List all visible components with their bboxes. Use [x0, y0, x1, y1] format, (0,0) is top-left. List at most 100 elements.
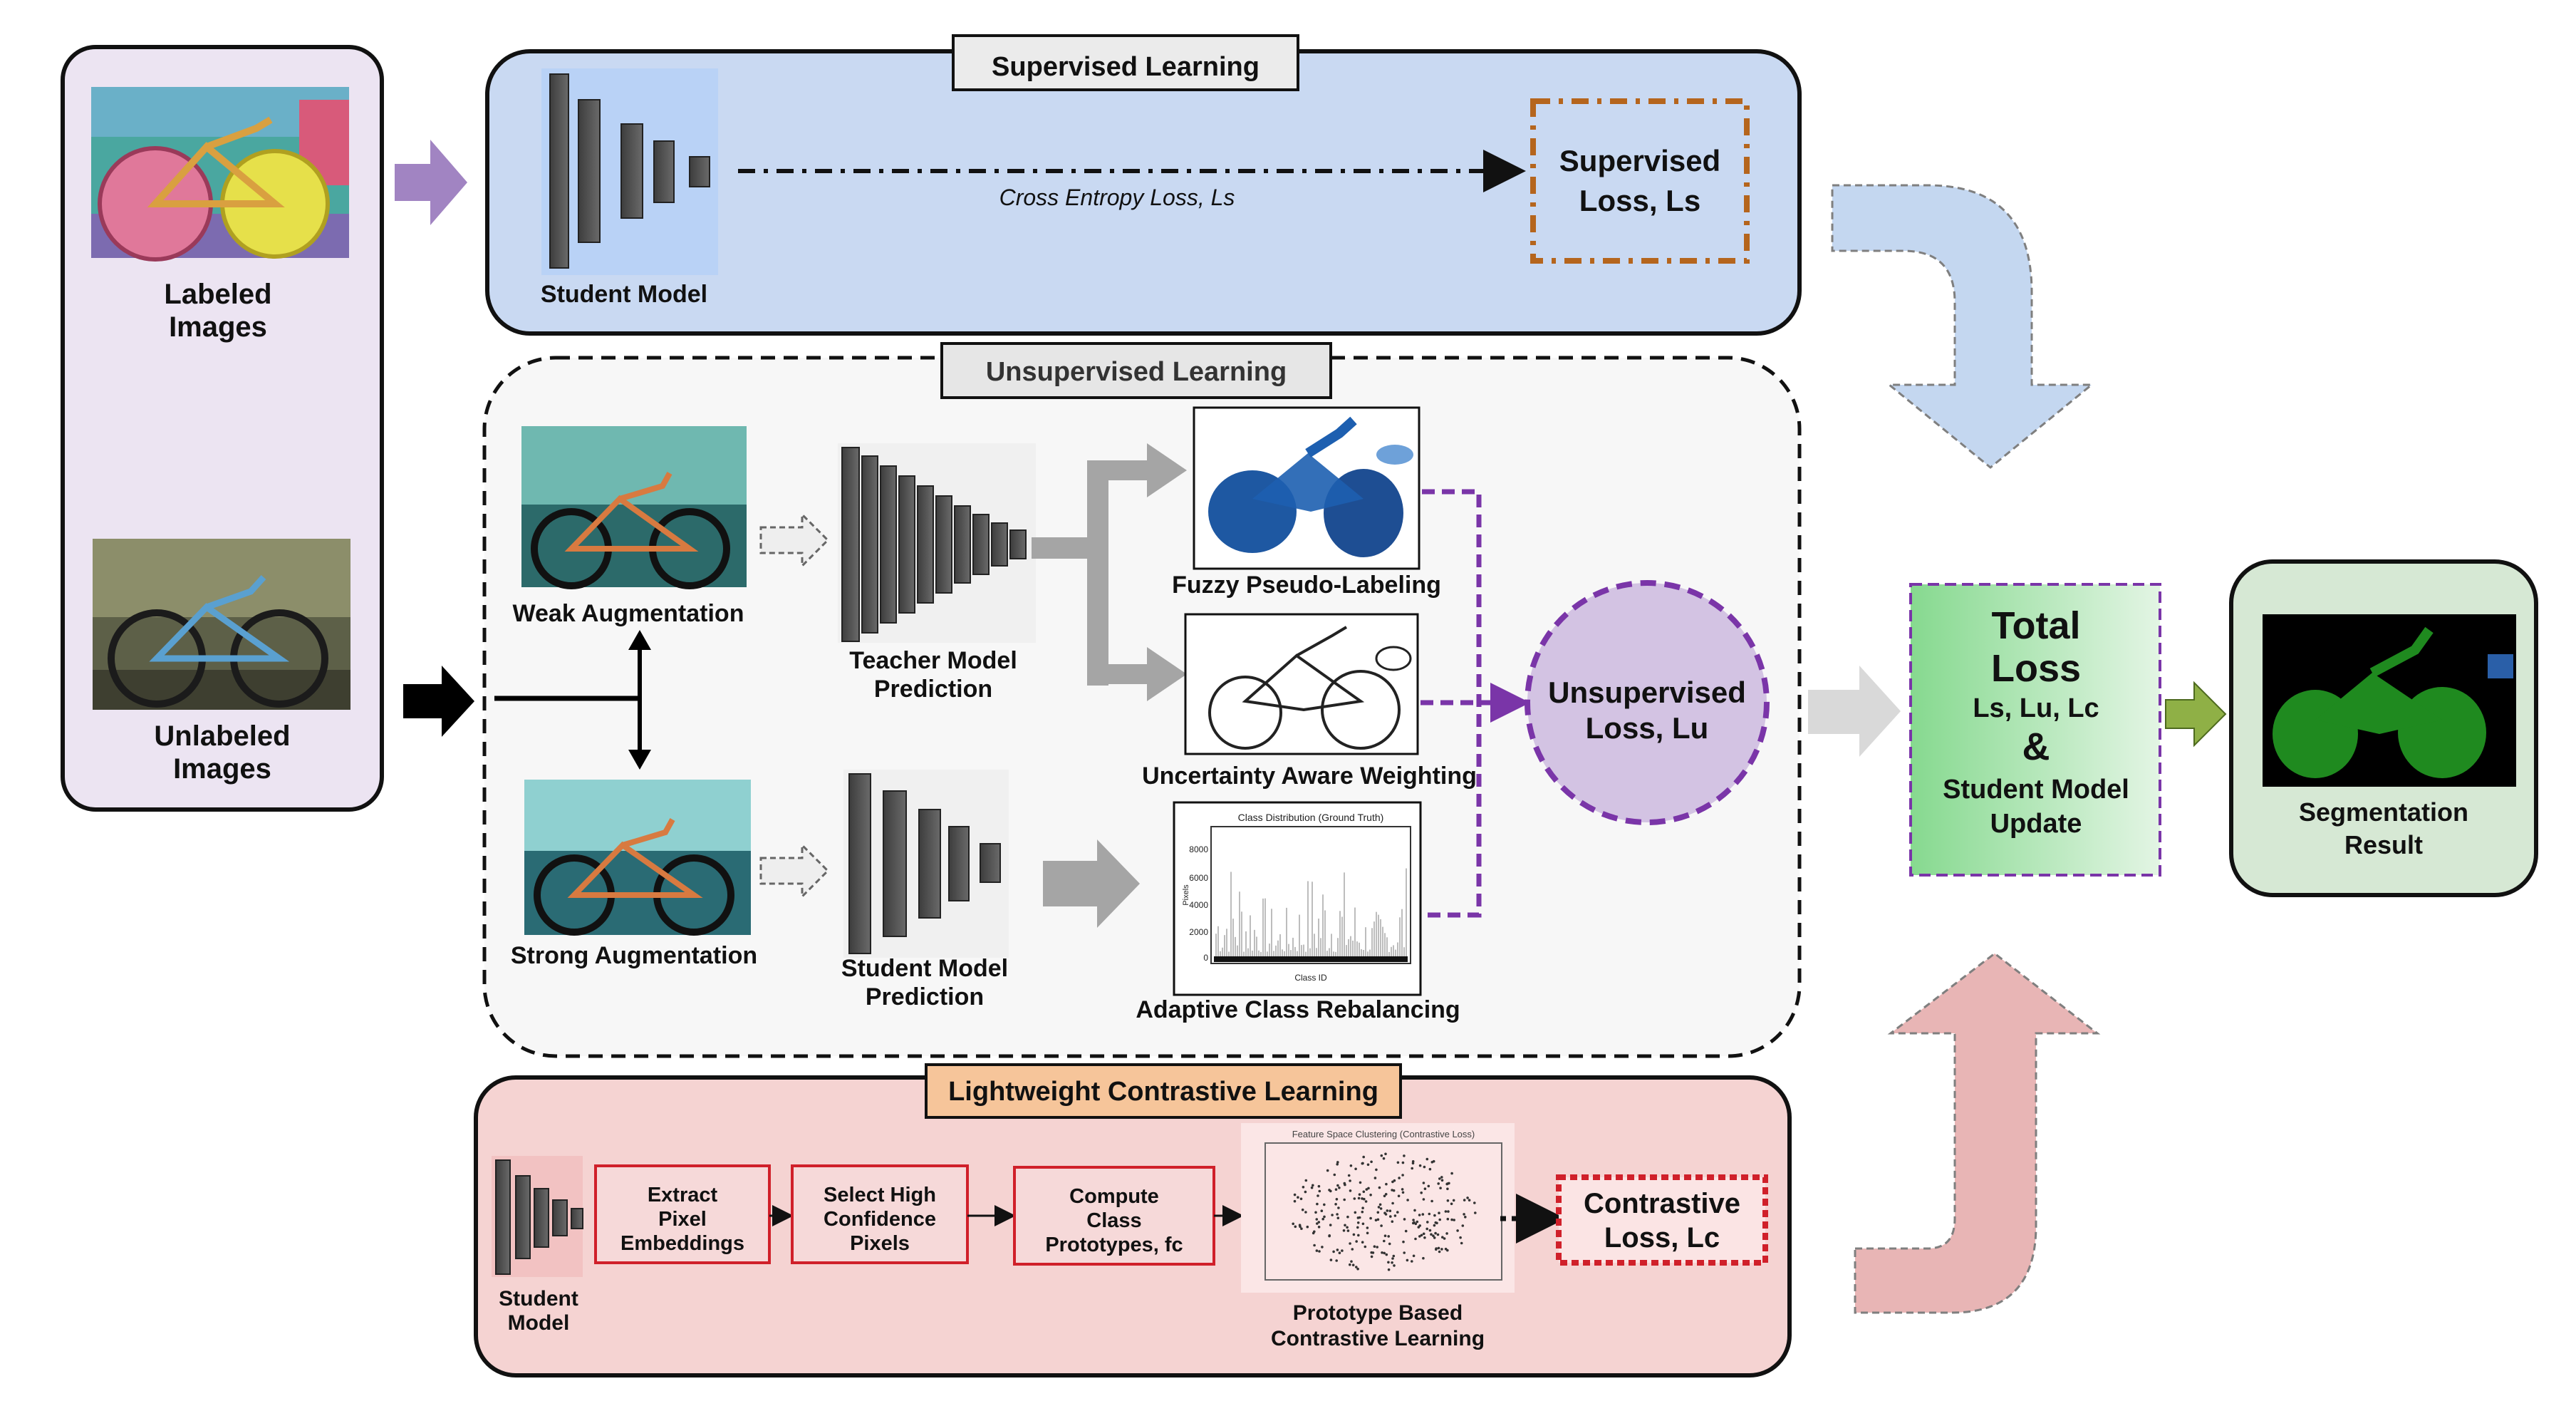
scatter-point: [1430, 1161, 1434, 1164]
compute-line-2: Class: [1086, 1209, 1141, 1232]
scatter-point: [1383, 1234, 1387, 1237]
scatter-point: [1450, 1218, 1453, 1221]
scatter-point: [1401, 1174, 1404, 1177]
scatter-point: [1369, 1194, 1372, 1196]
teacher-label-2: Prediction: [874, 676, 992, 703]
total-line-3: Ls, Lu, Lc: [1973, 693, 2099, 723]
scatter-point: [1386, 1209, 1389, 1212]
scatter-point: [1361, 1241, 1364, 1244]
scatter-point: [1438, 1211, 1440, 1214]
mini-chart-bar: [1369, 949, 1371, 956]
scatter-point: [1412, 1219, 1415, 1221]
scatter-point: [1349, 1189, 1352, 1192]
mini-chart-bar: [1301, 945, 1302, 956]
scatter-point: [1387, 1261, 1390, 1264]
mini-chart-bar: [1329, 948, 1330, 956]
scatter-point: [1383, 1239, 1386, 1243]
scatter-point: [1316, 1222, 1319, 1225]
scatter-point: [1369, 1216, 1372, 1220]
scatter-point: [1366, 1226, 1369, 1229]
mini-chart-bar: [1239, 891, 1240, 956]
scatter-point: [1361, 1222, 1365, 1226]
scatter-point: [1361, 1210, 1364, 1214]
mini-chart-bar: [1391, 946, 1392, 956]
scatter-point: [1301, 1208, 1304, 1211]
student-output-arrow: [1043, 839, 1140, 928]
mini-chart-bars: [1215, 868, 1407, 956]
scatter-point: [1300, 1227, 1303, 1230]
teacher-label-1: Teacher Model: [849, 647, 1017, 674]
total-line-1: Total: [1992, 604, 2081, 647]
total-line-2: Loss: [1991, 647, 2081, 690]
mini-chart-bar: [1388, 951, 1390, 956]
scatter-point: [1297, 1196, 1299, 1199]
total-amp: &: [2022, 725, 2050, 768]
scatter-point: [1414, 1237, 1417, 1241]
mini-chart-bar: [1307, 881, 1309, 956]
scatter-point: [1292, 1222, 1294, 1226]
scatter-point: [1293, 1199, 1297, 1203]
unsupervised-panel: Unsupervised Learning Weak Augmentation …: [482, 342, 1802, 1058]
scatter-point: [1359, 1181, 1362, 1184]
labeled-label-1: Labeled: [164, 279, 271, 310]
scatter-point: [1298, 1224, 1302, 1226]
scatter-point: [1331, 1214, 1334, 1216]
mini-chart-bar: [1252, 950, 1253, 956]
scatter-point: [1336, 1249, 1339, 1251]
scatter-point: [1366, 1231, 1369, 1235]
mini-chart-bar: [1359, 942, 1360, 956]
scatter-point: [1357, 1234, 1360, 1237]
scatter-point: [1373, 1177, 1377, 1179]
scatter-point: [1411, 1160, 1415, 1163]
supervised-loss-box: [1530, 98, 1750, 264]
total-line-5: Update: [1990, 809, 2082, 839]
mini-chart-bar: [1284, 951, 1285, 956]
unlabeled-label-2: Images: [173, 753, 271, 785]
select-line-3: Pixels: [850, 1232, 910, 1255]
mini-chart-bar: [1282, 949, 1283, 956]
supervised-to-total-arrow: [1831, 184, 2095, 469]
labeled-image: [91, 87, 349, 262]
scatter-point: [1438, 1218, 1441, 1221]
scatter-point: [1397, 1194, 1401, 1198]
weak-to-teacher-arrow: [759, 512, 830, 569]
scatter-point: [1464, 1216, 1467, 1219]
supervised-loss-1: Supervised: [1559, 144, 1720, 177]
segmentation-result-image: [2263, 614, 2516, 787]
scatter-point: [1401, 1161, 1405, 1164]
mini-chart-bar: [1314, 934, 1315, 956]
mini-chart-bar: [1230, 872, 1232, 956]
scatter-point: [1388, 1242, 1391, 1246]
scatter-point: [1473, 1201, 1476, 1204]
scatter-point: [1364, 1200, 1368, 1203]
scatter-point: [1304, 1190, 1307, 1194]
scatter-point: [1321, 1217, 1324, 1221]
mini-chart-bar: [1267, 951, 1268, 956]
scatter-point: [1361, 1206, 1364, 1209]
scatter-point: [1380, 1224, 1383, 1227]
student-prediction-model-icon: [843, 770, 1009, 958]
scatter-point: [1385, 1253, 1388, 1256]
scatter-point: [1432, 1234, 1435, 1237]
scatter-point: [1387, 1268, 1391, 1271]
scatter-point: [1362, 1190, 1366, 1194]
scatter-point: [1337, 1206, 1340, 1209]
scatter-point: [1411, 1260, 1413, 1263]
scatter-point: [1430, 1233, 1433, 1236]
supervised-student-model-icon: [541, 68, 718, 275]
proto-line-2: Contrastive Learning: [1271, 1327, 1485, 1350]
scatter-point: [1343, 1198, 1346, 1201]
scatter-point: [1294, 1225, 1297, 1229]
mini-chart-bar: [1395, 949, 1396, 956]
scatter-point: [1417, 1226, 1421, 1229]
extract-line-1: Extract: [648, 1184, 718, 1206]
mini-chart-bar: [1264, 898, 1266, 956]
mini-chart-bar: [1363, 950, 1364, 956]
mini-chart-baseline: [1214, 956, 1408, 962]
scatter-point: [1379, 1207, 1383, 1210]
scatter-point: [1441, 1236, 1444, 1239]
mini-chart-bar: [1320, 938, 1321, 956]
mini-chart-bar: [1384, 933, 1386, 956]
mini-chart-bar: [1316, 948, 1317, 956]
scatter-point: [1461, 1224, 1465, 1227]
